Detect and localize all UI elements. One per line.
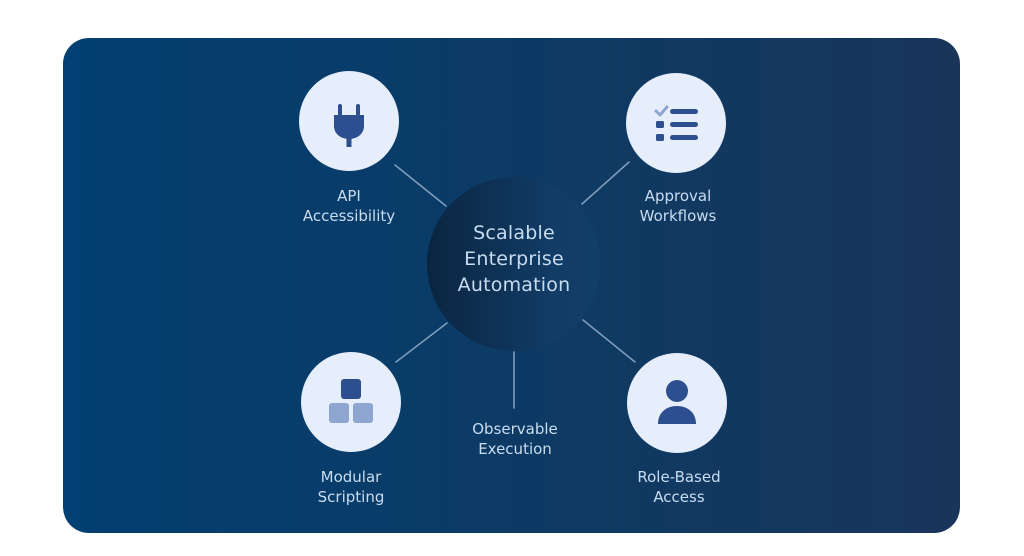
diagram-panel: Scalable Enterprise Automation API Acces…	[63, 38, 960, 533]
blocks-icon	[329, 379, 373, 423]
node-api-label-line-1: API	[337, 187, 361, 205]
connector-approval	[581, 161, 630, 205]
connector-lines	[394, 161, 636, 409]
connector-role	[582, 319, 636, 363]
node-role-circle	[627, 353, 727, 453]
node-observable-label-line-2: Execution	[478, 440, 552, 458]
node-modular-circle	[301, 352, 401, 452]
hub-label-line-2: Enterprise	[464, 248, 564, 270]
user-icon	[658, 380, 696, 424]
node-modular-label-line-1: Modular	[320, 468, 382, 486]
checklist-icon	[654, 105, 698, 141]
node-approval-label-line-1: Approval	[644, 187, 712, 205]
node-modular-label-line-2: Scripting	[317, 488, 385, 506]
node-approval-label-line-2: Workflows	[639, 207, 717, 225]
hub-circle	[427, 177, 601, 351]
node-role-label: Role-Based Access	[599, 467, 759, 507]
node-api-label-line-2: Accessibility	[302, 207, 396, 225]
node-api-label: API Accessibility	[269, 186, 429, 226]
node-modular-label: Modular Scripting	[271, 467, 431, 507]
connector-api	[394, 164, 447, 207]
node-api-circle	[299, 71, 399, 171]
hub-label-line-3: Automation	[457, 274, 571, 296]
hub-label-line-1: Scalable	[473, 222, 555, 244]
connector-modular	[395, 322, 448, 363]
plug-icon	[334, 104, 364, 147]
node-approval-label: Approval Workflows	[598, 186, 758, 226]
node-observable-label: Observable Execution	[435, 419, 595, 459]
node-role-label-line-1: Role-Based	[637, 468, 721, 486]
hub-label: Scalable Enterprise Automation	[427, 220, 601, 298]
node-observable-label-line-1: Observable	[472, 420, 558, 438]
node-role-label-line-2: Access	[653, 488, 705, 506]
node-approval-circle	[626, 73, 726, 173]
